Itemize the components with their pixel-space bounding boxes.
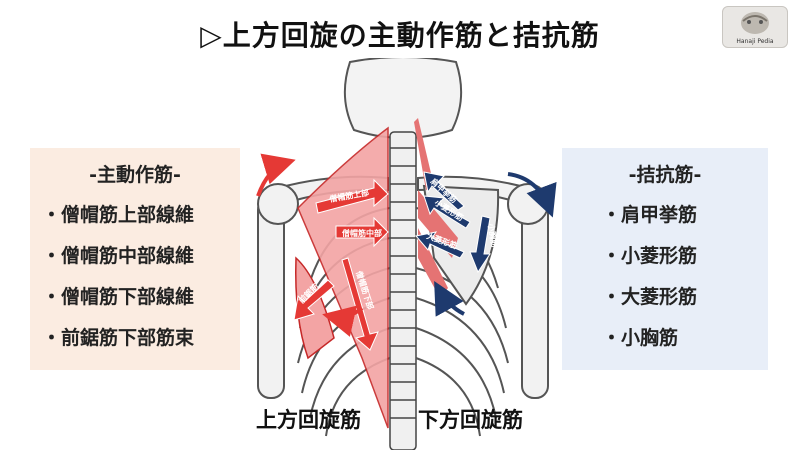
antagonist-heading: -拮抗筋- bbox=[628, 164, 702, 186]
rotation-arrow-bottom-right bbox=[434, 281, 465, 317]
agonist-heading: -主動作筋- bbox=[89, 164, 181, 186]
arrow-upper-trapezius bbox=[315, 178, 389, 214]
antagonist-panel: -拮抗筋- ・肩甲挙筋 ・小菱形筋 ・大菱形筋 ・小胸筋 bbox=[562, 148, 768, 370]
skull bbox=[343, 56, 463, 139]
spine bbox=[389, 131, 417, 451]
list-item: ・小胸筋 bbox=[602, 327, 679, 349]
logo-figure-icon bbox=[741, 12, 769, 34]
arrow-label: 僧帽筋中部 bbox=[342, 228, 382, 238]
arrow-serratus bbox=[293, 279, 335, 321]
arrow-rhomboid-minor bbox=[423, 195, 471, 229]
skeleton-figure: 僧帽筋上部 僧帽筋中部 僧帽筋下部 前鋸筋 肩甲挙筋 小菱形筋 大菱形筋 小胸筋 bbox=[238, 56, 568, 451]
levator-scapulae-muscle bbox=[414, 118, 434, 190]
arrow-label: 小胸筋 bbox=[486, 222, 500, 248]
list-item: ・僧帽筋中部線維 bbox=[42, 245, 195, 267]
list-item: ・小菱形筋 bbox=[602, 245, 698, 267]
page-title: ▷上方回旋の主動作筋と拮抗筋 bbox=[200, 19, 600, 52]
rotation-arrow-top-left bbox=[256, 153, 296, 197]
list-item: ・前鋸筋下部筋束 bbox=[42, 327, 195, 349]
arrow-lower-trapezius bbox=[341, 257, 379, 351]
rotation-arrow-bottom-left bbox=[322, 305, 364, 337]
logo-caption: Hanaji Pedia bbox=[736, 38, 774, 45]
arrow-rhomboid-major bbox=[415, 231, 465, 259]
upward-rotators-label: 上方回旋筋 bbox=[256, 408, 361, 432]
list-item: ・僧帽筋下部線維 bbox=[42, 286, 195, 308]
list-item: ・肩甲挙筋 bbox=[602, 204, 698, 226]
arrow-middle-trapezius bbox=[335, 216, 389, 248]
downward-rotators-label: 下方回旋筋 bbox=[418, 408, 523, 432]
back-anatomy-illustration: 僧帽筋上部 僧帽筋中部 僧帽筋下部 前鋸筋 肩甲挙筋 小菱形筋 大菱形筋 小胸筋 bbox=[256, 56, 557, 451]
rotation-arrow-top-right bbox=[507, 172, 557, 218]
arrow-levator bbox=[423, 171, 465, 211]
agonist-arrows bbox=[256, 153, 389, 351]
agonist-list: ・僧帽筋上部線維 ・僧帽筋中部線維 ・僧帽筋下部線維 ・前鋸筋下部筋束 bbox=[42, 200, 232, 364]
list-item: ・大菱形筋 bbox=[602, 286, 698, 308]
right-scapula bbox=[422, 184, 500, 306]
list-item: ・僧帽筋上部線維 bbox=[42, 204, 195, 226]
arrow-pectoralis-minor bbox=[469, 215, 491, 274]
antagonist-list: ・肩甲挙筋 ・小菱形筋 ・大菱形筋 ・小胸筋 bbox=[602, 200, 760, 364]
antagonist-arrows bbox=[415, 171, 557, 317]
agonist-panel: -主動作筋- ・僧帽筋上部線維 ・僧帽筋中部線維 ・僧帽筋下部線維 ・前鋸筋下部… bbox=[30, 148, 240, 370]
logo: Hanaji Pedia bbox=[722, 6, 788, 48]
